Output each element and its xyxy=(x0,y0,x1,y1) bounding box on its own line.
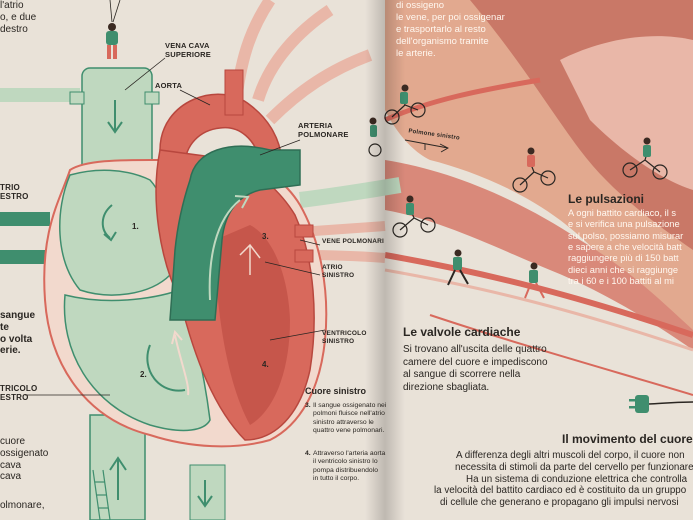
label-vene-polmonari: VENE POLMONARI xyxy=(322,238,385,245)
pulsazioni-title: Le pulsazioni xyxy=(568,192,645,206)
electric-plug-icon xyxy=(629,395,693,413)
chamber-number: 2. xyxy=(140,370,147,379)
label-aorta: AORTA xyxy=(155,81,183,90)
valvole-title: Le valvole cardiache xyxy=(403,325,521,339)
movimento-title: Il movimento del cuore xyxy=(562,432,693,446)
arrow-icon xyxy=(404,139,449,153)
runner-icon xyxy=(447,249,545,299)
chamber-number: 1. xyxy=(132,222,139,231)
mountain-highlight xyxy=(560,36,693,190)
left-edge-polmonare: olmonare, xyxy=(0,500,45,511)
cuore-sinistro-title: Cuore sinistro xyxy=(305,386,367,396)
chamber-number: 3. xyxy=(262,232,269,241)
movimento-text: A differenza degli altri muscoli del cor… xyxy=(434,450,693,508)
chamber-number: 4. xyxy=(262,360,269,369)
balloon-figure-icon xyxy=(106,0,121,59)
mountain-slope xyxy=(385,160,693,350)
